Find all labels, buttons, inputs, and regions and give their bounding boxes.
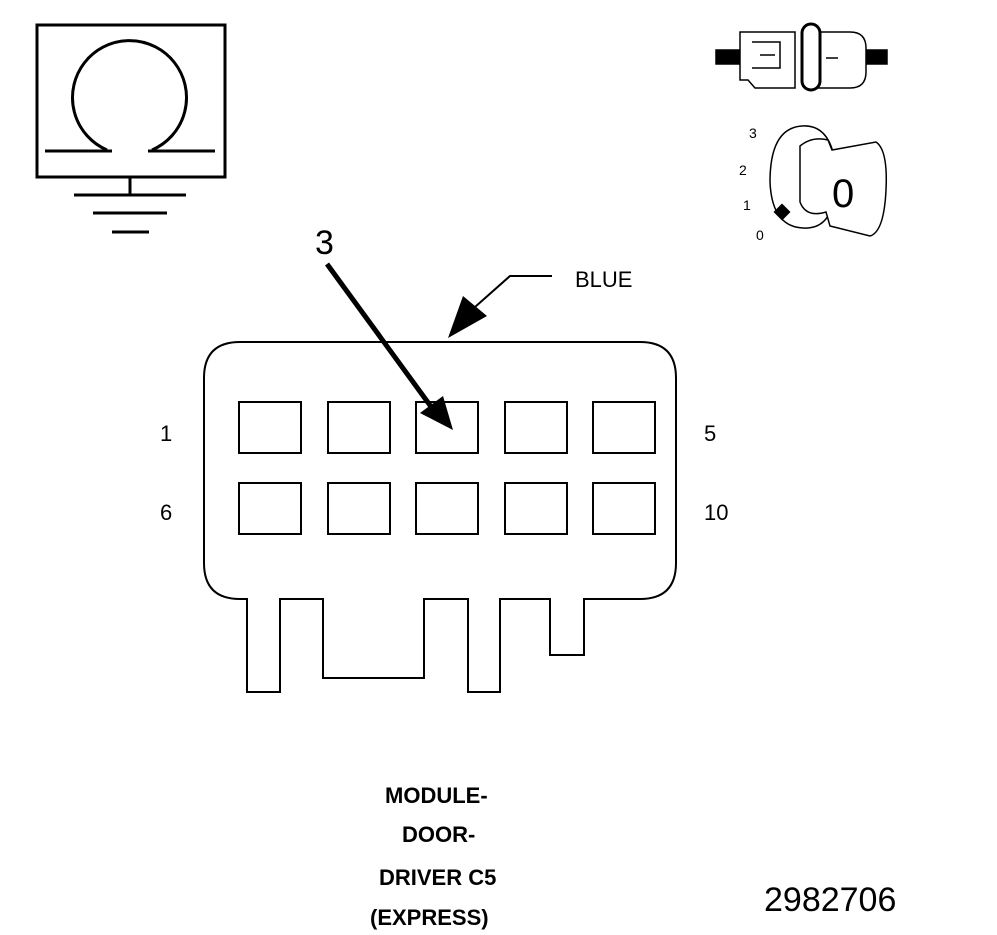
probe-pin-number: 3 — [315, 224, 334, 262]
color-leader-line — [448, 275, 552, 338]
connector-plug-icon — [715, 22, 888, 92]
ignition-position-labels: 3 2 1 0 — [739, 125, 764, 243]
pin-label-6: 6 — [160, 500, 172, 525]
pin-label-1: 1 — [160, 421, 172, 446]
connector-title: MODULE- DOOR- DRIVER C5 (EXPRESS) — [370, 783, 496, 930]
title-line-1: MODULE- — [385, 783, 488, 808]
ignition-position-2: 2 — [739, 162, 747, 178]
probe-arrow — [324, 262, 453, 430]
pin-label-5: 5 — [704, 421, 716, 446]
title-line-2: DOOR- — [402, 822, 475, 847]
pin-cavity-10 — [592, 482, 656, 535]
title-line-4: (EXPRESS) — [370, 905, 489, 930]
ignition-position-1: 1 — [743, 197, 751, 213]
pin-cavity-1 — [238, 401, 302, 454]
pin-cavity-8 — [415, 482, 479, 535]
ohmmeter-ground-symbol-icon — [35, 23, 227, 234]
key-position-value: 0 — [832, 172, 854, 216]
pin-label-10: 10 — [704, 500, 728, 525]
title-line-3: DRIVER C5 — [379, 865, 496, 890]
pin-cavity-9 — [504, 482, 568, 535]
ignition-key-icon: 0 — [769, 125, 888, 237]
pin-cavity-2 — [327, 401, 391, 454]
pin-cavity-5 — [592, 401, 656, 454]
pin-cavity-7 — [327, 482, 391, 535]
pin-cavities — [238, 401, 656, 535]
pin-cavity-4 — [504, 401, 568, 454]
figure-number: 2982706 — [764, 881, 896, 919]
ignition-position-0: 0 — [756, 227, 764, 243]
ignition-position-3: 3 — [749, 125, 757, 141]
pin-cavity-6 — [238, 482, 302, 535]
connector-color-label: BLUE — [575, 267, 632, 292]
